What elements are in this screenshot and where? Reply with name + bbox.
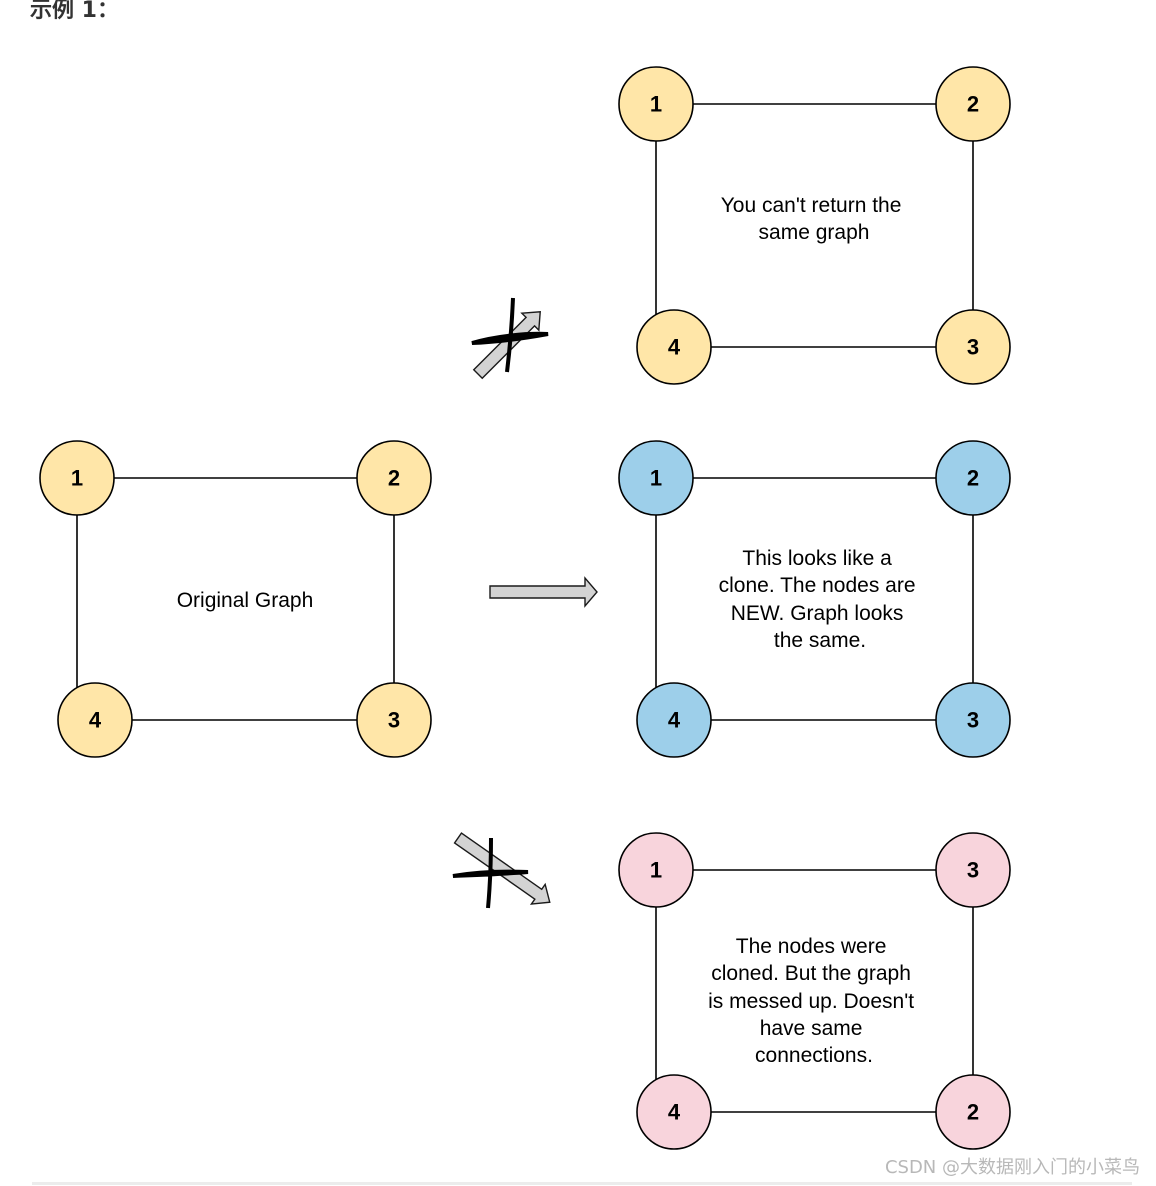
clone-caption: This looks like a clone. The nodes are N…	[719, 547, 922, 652]
original-node-1: 1	[39, 440, 115, 516]
original-node-1-label: 1	[71, 466, 83, 491]
wrong-node-1-circle	[618, 832, 694, 908]
rejected-same-arrow	[471, 297, 549, 380]
clone-node-4: 4	[636, 682, 712, 758]
wrong-caption-line-2: cloned. But the graph	[711, 962, 911, 985]
clone-caption-line-1: This looks like a	[742, 547, 892, 570]
same-graph-edges	[655, 103, 974, 348]
down-right-arrow-icon	[453, 832, 551, 905]
same-node-2-label: 2	[967, 92, 979, 117]
same-node-3: 3	[935, 309, 1011, 385]
clone-node-2: 2	[935, 440, 1011, 516]
cross-mark-icon	[471, 297, 549, 373]
clone-caption-line-2: clone. The nodes are	[719, 574, 916, 597]
original-graph: 1 2 3 4 Original Graph	[39, 440, 432, 758]
wrong-caption-line-3: is messed up. Doesn't	[708, 990, 914, 1013]
wrong-node-2-circle	[935, 1074, 1011, 1150]
clone-node-3-label: 3	[967, 708, 979, 733]
same-caption: You can't return the same graph	[721, 194, 908, 244]
same-node-1-label: 1	[650, 92, 662, 117]
clone-graph-edges	[655, 477, 974, 721]
original-caption-line-1: Original Graph	[177, 589, 314, 612]
clone-caption-line-3: NEW. Graph looks	[731, 602, 904, 625]
wrong-node-3-circle	[935, 832, 1011, 908]
clone-node-1-label: 1	[650, 466, 662, 491]
original-node-2-label: 2	[388, 466, 400, 491]
same-node-4: 4	[636, 309, 712, 385]
wrong-node-1: 1	[618, 832, 694, 908]
original-node-4-label: 4	[89, 708, 102, 733]
wrong-node-4-label: 4	[668, 1100, 681, 1125]
same-caption-line-2: same graph	[759, 221, 870, 244]
wrong-node-2-label: 2	[967, 1100, 979, 1125]
clone-arrow-icon	[489, 576, 598, 608]
clone-node-1: 1	[618, 440, 694, 516]
wrong-caption-line-5: connections.	[755, 1044, 873, 1067]
original-caption: Original Graph	[177, 589, 314, 612]
wrong-graph: 1 3 2 4 The nodes were cloned. But the g…	[618, 832, 1011, 1150]
wrong-node-3: 3	[935, 832, 1011, 908]
clone-node-2-label: 2	[967, 466, 979, 491]
clone-node-4-circle	[636, 682, 712, 758]
wrong-node-1-label: 1	[650, 858, 662, 883]
wrong-caption-line-4: have same	[760, 1017, 863, 1040]
same-node-2-circle	[935, 66, 1011, 142]
wrong-node-2: 2	[935, 1074, 1011, 1150]
same-graph: 1 2 3 4 You can't return the same graph	[618, 66, 1011, 385]
same-node-1: 1	[618, 66, 694, 142]
same-node-4-label: 4	[668, 335, 681, 360]
bottom-divider	[32, 1182, 1132, 1185]
wrong-caption-line-1: The nodes were	[736, 935, 887, 958]
wrong-node-4: 4	[636, 1074, 712, 1150]
original-graph-edges	[76, 477, 395, 721]
clone-graph: 1 2 3 4 This looks like a clone. The nod…	[618, 440, 1011, 758]
rejected-wrong-arrow	[452, 832, 551, 909]
same-node-1-circle	[618, 66, 694, 142]
wrong-node-3-label: 3	[967, 858, 979, 883]
original-node-3-label: 3	[388, 708, 400, 733]
up-right-arrow-icon	[472, 311, 541, 380]
watermark: CSDN @大数据刚入门的小菜鸟	[884, 1157, 1140, 1178]
original-node-2-circle	[356, 440, 432, 516]
same-node-4-circle	[636, 309, 712, 385]
clone-node-3: 3	[935, 682, 1011, 758]
original-node-3: 3	[356, 682, 432, 758]
original-node-4: 4	[57, 682, 133, 758]
wrong-node-4-circle	[636, 1074, 712, 1150]
clone-node-2-circle	[935, 440, 1011, 516]
same-node-3-circle	[935, 309, 1011, 385]
clone-node-4-label: 4	[668, 708, 681, 733]
clone-caption-line-4: the same.	[774, 629, 866, 652]
original-node-1-circle	[39, 440, 115, 516]
clone-node-1-circle	[618, 440, 694, 516]
same-caption-line-1: You can't return the	[721, 194, 902, 217]
original-node-3-circle	[356, 682, 432, 758]
original-node-4-circle	[57, 682, 133, 758]
wrong-caption: The nodes were cloned. But the graph is …	[708, 935, 920, 1067]
same-node-3-label: 3	[967, 335, 979, 360]
original-node-2: 2	[356, 440, 432, 516]
example-heading: 示例 1：	[30, 0, 119, 23]
same-node-2: 2	[935, 66, 1011, 142]
clone-node-3-circle	[935, 682, 1011, 758]
cross-mark-icon	[452, 837, 529, 909]
